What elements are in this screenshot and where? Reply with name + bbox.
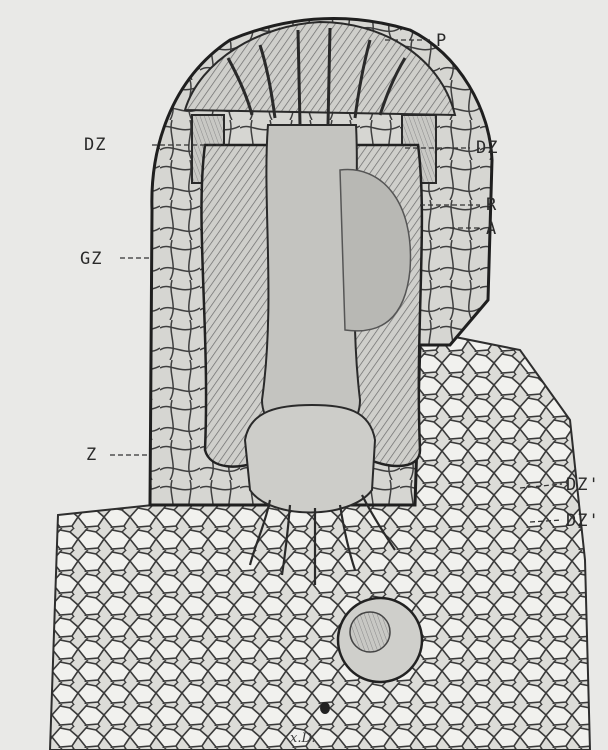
label-P: P [436,31,447,51]
label-A: A [486,219,497,239]
label-DZ-prime-1: DZ' [566,475,600,495]
label-DZ-left: DZ [84,135,106,155]
label-R: R [486,195,497,215]
label-DZ-right: DZ [476,138,498,158]
label-Z: Z [86,445,97,465]
artist-signature: x.D. [290,731,316,746]
dark-spot [320,702,330,714]
label-GZ: GZ [80,249,102,269]
nodule-core [350,612,390,652]
papilla-base [245,405,375,513]
label-DZ-prime-2: DZ' [566,511,600,531]
